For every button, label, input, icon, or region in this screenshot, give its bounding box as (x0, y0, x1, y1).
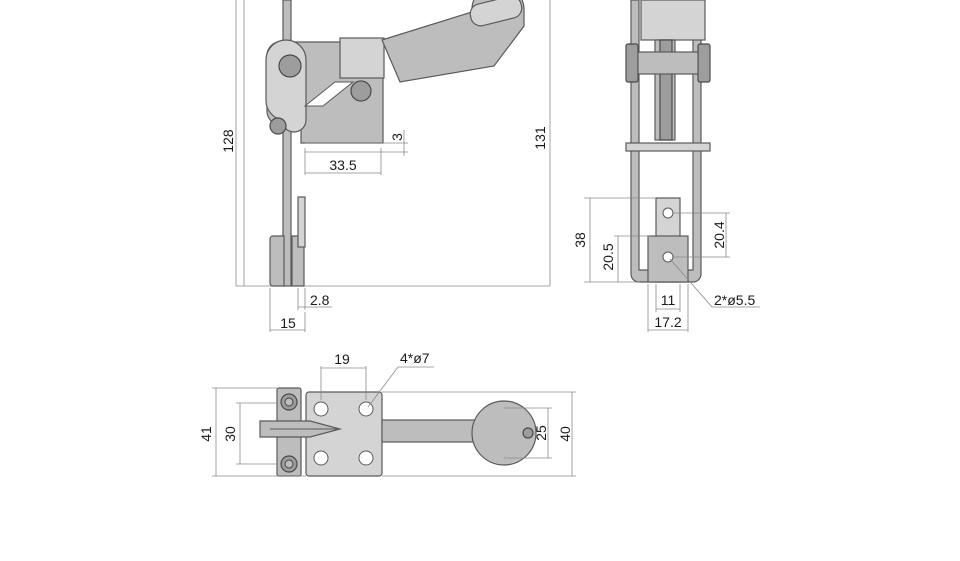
dim-end-hole-callout: 2*ø5.5 (714, 292, 755, 308)
dim-top-handle-width: 25 (533, 425, 549, 441)
dim-top-hole-callout: 4*ø7 (400, 350, 430, 366)
hook-rod (282, 0, 292, 287)
dim-top-hole-spacing: 19 (334, 351, 350, 367)
nut-right (697, 43, 711, 83)
dim-end-hole-spacing: 20.4 (711, 221, 727, 248)
hook-tip (269, 235, 285, 287)
dim-side-height-right: 131 (532, 126, 548, 150)
handle-shaft (381, 419, 478, 443)
dim-side-height: 128 (220, 129, 236, 153)
dim-end-hole-offset: 11 (661, 292, 676, 308)
top-view: 41 30 25 40 19 4*ø7 (198, 350, 576, 477)
handle-knob (471, 400, 537, 466)
crossbar (625, 142, 711, 152)
dim-end-width: 17.2 (654, 314, 681, 330)
dim-side-hook-width: 15 (280, 315, 296, 331)
side-view: 128 131 3 33.5 2.8 15 (220, 0, 551, 332)
nut-left (625, 43, 639, 83)
dim-end-height: 38 (572, 232, 588, 248)
dim-side-gap: 3 (389, 133, 405, 141)
pivot-bolt (278, 54, 302, 78)
end-view: 38 20.5 20.4 11 17.2 2*ø5.5 (572, 0, 760, 332)
dim-end-hole-height: 20.5 (600, 243, 616, 270)
dim-side-thickness: 2.8 (310, 292, 330, 308)
dim-side-base-length: 33.5 (329, 157, 356, 173)
dim-top-base-width: 40 (557, 426, 573, 442)
dim-top-outer-width: 41 (198, 426, 214, 442)
dim-top-inner-width: 30 (222, 426, 238, 442)
